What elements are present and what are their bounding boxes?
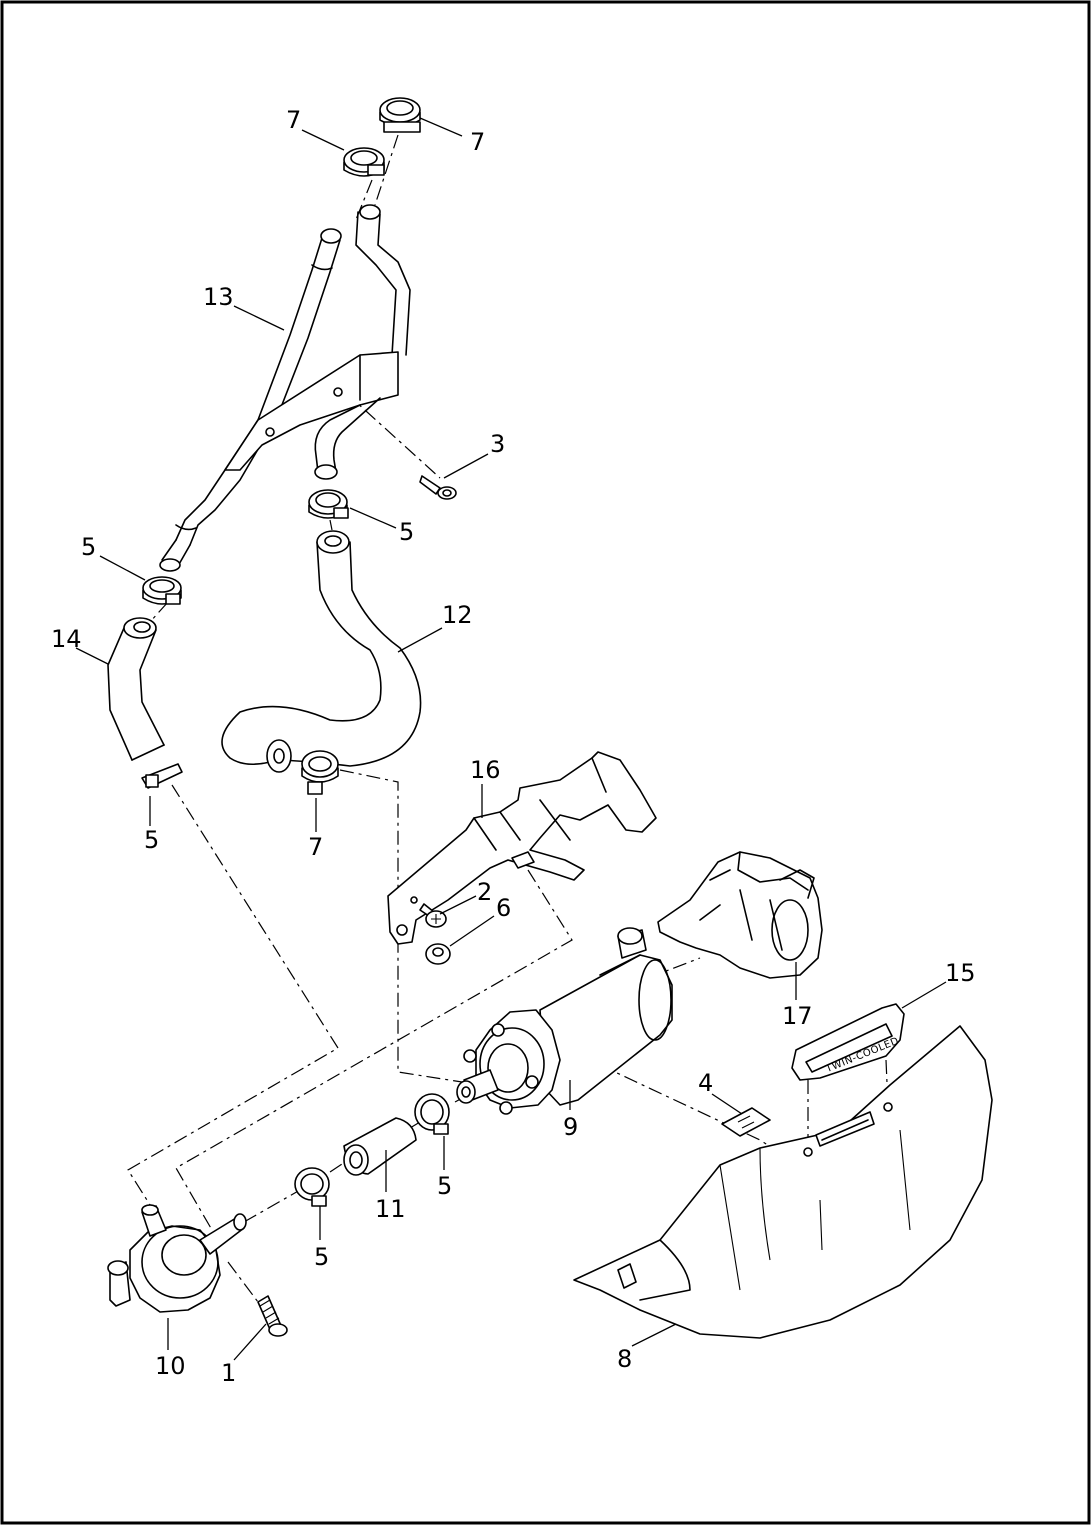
callout-8: 8 [617, 1345, 632, 1373]
callout-3: 3 [490, 430, 505, 458]
hose-clamp-5-lower [294, 1167, 330, 1207]
callout-5-upper: 5 [399, 518, 414, 546]
callout-7-lower: 7 [308, 833, 323, 861]
callout-9: 9 [563, 1113, 578, 1141]
callout-16: 16 [470, 756, 501, 784]
screw-2 [419, 903, 447, 928]
callout-1: 1 [221, 1359, 236, 1387]
callout-14: 14 [51, 625, 82, 653]
screw-1 [257, 1295, 288, 1337]
callout-5-lower: 5 [314, 1243, 329, 1271]
coolant-tube-assembly-13 [159, 204, 411, 572]
callout-17: 17 [782, 1002, 813, 1030]
callout-5-left-upper: 5 [81, 533, 96, 561]
hose-clamp-5-left-lower [141, 763, 183, 789]
pump-mount-17 [657, 851, 823, 979]
callout-10: 10 [155, 1352, 186, 1380]
callout-5-pump: 5 [437, 1172, 452, 1200]
leader-lines [75, 117, 947, 1361]
hose-clamp-7-upper-right [379, 97, 421, 133]
callout-13: 13 [203, 283, 234, 311]
label-4 [721, 1107, 771, 1137]
coolant-pump-motor-9 [456, 927, 673, 1115]
hose-clamp-7-upper-left [343, 147, 385, 177]
coolant-hose-11 [343, 1117, 417, 1176]
hose-clamp-7-lower [301, 750, 339, 795]
hose-clamp-5-left-upper [142, 576, 182, 605]
callout-12: 12 [442, 601, 473, 629]
pump-cover-8 [573, 1025, 993, 1339]
screw-3 [419, 475, 457, 500]
callout-11: 11 [375, 1195, 406, 1223]
callout-4: 4 [698, 1069, 713, 1097]
coolant-hose-14 [107, 617, 165, 761]
callout-2: 2 [477, 878, 492, 906]
callout-7-upper-left: 7 [286, 106, 301, 134]
assembly-lines [127, 134, 901, 1319]
callout-6: 6 [496, 894, 511, 922]
hose-clamp-5-pump [414, 1093, 450, 1135]
callout-7-upper-right: 7 [470, 128, 485, 156]
callout-5-left-lower: 5 [144, 826, 159, 854]
grommet-6 [425, 943, 451, 965]
coolant-hose-12 [221, 530, 422, 773]
mounting-bracket-16 [387, 751, 657, 945]
auxiliary-pump-10 [107, 1204, 247, 1313]
hose-clamp-5-upper [308, 489, 349, 519]
callout-15: 15 [945, 959, 976, 987]
callout-labels: 7 7 13 3 5 5 12 14 5 7 16 2 6 17 15 4 9 … [51, 106, 976, 1387]
